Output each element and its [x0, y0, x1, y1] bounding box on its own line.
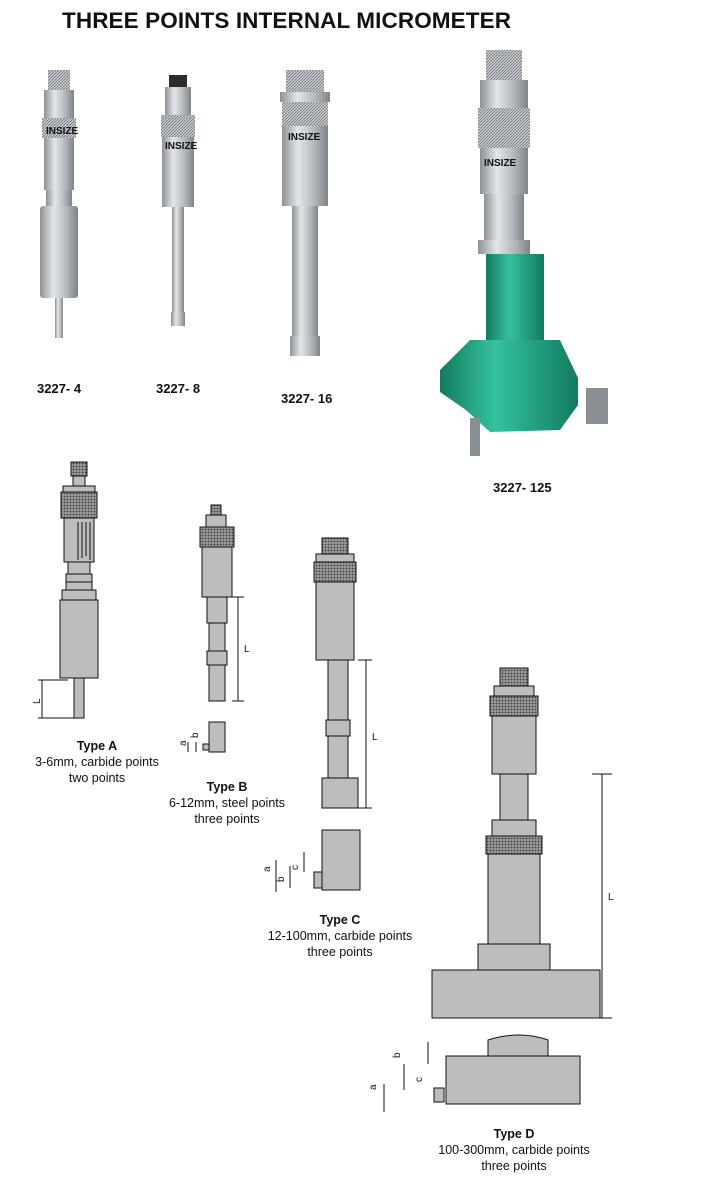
dimension-a-label: a: [262, 866, 273, 872]
type-b-caption: Type B 6-12mm, steel points three points: [152, 779, 302, 827]
dimension-l-label: L: [32, 698, 43, 704]
brand-logo: INSIZE: [288, 132, 321, 143]
type-b-drawing: L a b: [178, 504, 250, 753]
type-a-caption: Type A 3-6mm, carbide points two points: [22, 738, 172, 786]
model-label-3227-8: 3227- 8: [156, 381, 201, 396]
page-title: THREE POINTS INTERNAL MICROMETER: [62, 8, 512, 33]
dimension-c-label: c: [290, 865, 301, 870]
type-b-points: three points: [194, 812, 260, 826]
dimension-l-label: L: [372, 732, 378, 743]
type-d-name: Type D: [493, 1127, 535, 1141]
type-d-range: 100-300mm, carbide points: [438, 1143, 590, 1157]
type-c-name: Type C: [319, 913, 361, 927]
model-label-3227-16: 3227- 16: [281, 391, 333, 406]
type-d-caption: Type D 100-300mm, carbide points three p…: [424, 1126, 604, 1174]
dimension-c-label: c: [414, 1077, 425, 1082]
type-a-range: 3-6mm, carbide points: [35, 755, 159, 769]
brand-logo: INSIZE: [484, 158, 517, 169]
type-a-name: Type A: [76, 739, 118, 753]
type-b-name: Type B: [206, 780, 248, 794]
type-c-range: 12-100mm, carbide points: [267, 929, 413, 943]
model-label-3227-125: 3227- 125: [493, 480, 552, 495]
dimension-b-label: b: [276, 876, 287, 882]
dimension-a-label: a: [368, 1084, 379, 1090]
model-label-3227-4: 3227- 4: [37, 381, 82, 396]
type-c-drawing: L a b c: [262, 537, 378, 892]
brand-logo: INSIZE: [46, 126, 79, 137]
type-a-points: two points: [68, 771, 126, 785]
dimension-b-label: b: [392, 1052, 403, 1058]
micrometer-3227-8-photo: INSIZE: [161, 75, 198, 326]
dimension-l-label: L: [244, 644, 250, 655]
dimension-a-label: a: [178, 740, 189, 746]
dimension-l-label: L: [608, 892, 614, 903]
brand-logo: INSIZE: [165, 141, 198, 152]
dimension-b-label: b: [190, 732, 201, 738]
type-a-drawing: L: [32, 461, 99, 719]
type-d-drawing: L a b c: [368, 667, 614, 1112]
micrometer-3227-16-photo: INSIZE: [280, 70, 330, 356]
type-b-range: 6-12mm, steel points: [168, 796, 286, 810]
micrometer-3227-125-photo: INSIZE: [440, 50, 608, 456]
type-d-points: three points: [481, 1159, 547, 1173]
micrometer-3227-4-photo: INSIZE: [40, 70, 79, 338]
type-c-points: three points: [307, 945, 373, 959]
type-c-caption: Type C 12-100mm, carbide points three po…: [250, 912, 430, 960]
